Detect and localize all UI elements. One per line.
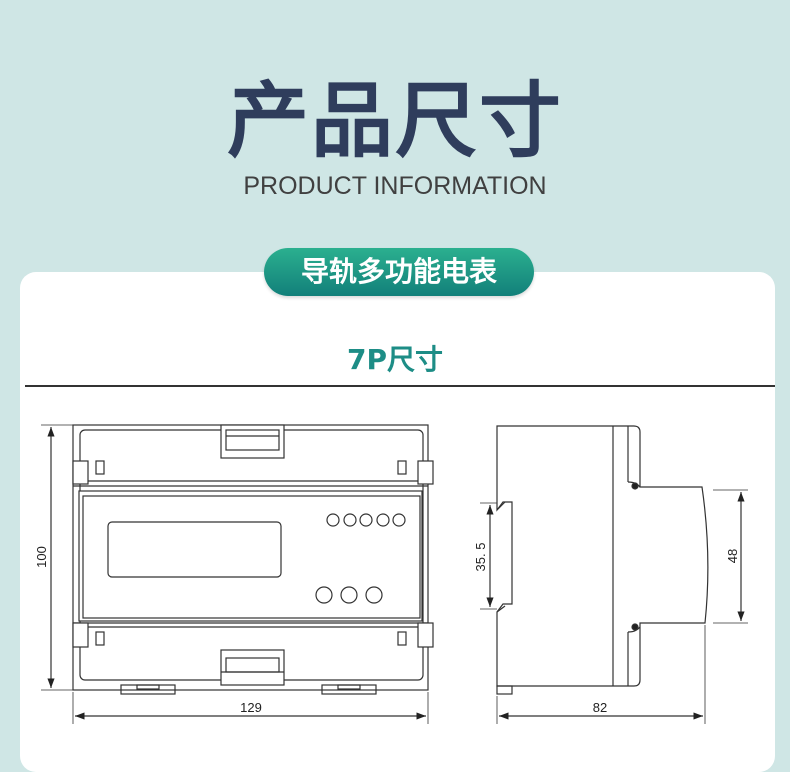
depth-dimension-label: 82 [593, 700, 607, 715]
rail-dimension-label: 35. 5 [473, 543, 488, 572]
indicator-lights [326, 513, 406, 527]
lcd-display [107, 521, 282, 578]
dimension-drawing: 100 129 35. 5 48 82 [34, 424, 748, 724]
divider [25, 385, 775, 387]
page-title: 产品尺寸 [226, 74, 563, 169]
buttons [315, 586, 383, 604]
width-dimension-label: 129 [240, 700, 262, 715]
front-view [41, 424, 434, 724]
face-height-dimension-label: 48 [725, 549, 740, 563]
height-dimension-label: 100 [34, 546, 49, 568]
section-title: 7P尺寸 [346, 343, 443, 376]
side-view [480, 425, 748, 724]
product-badge: 导轨多功能电表 [264, 248, 534, 296]
page-subtitle: PRODUCT INFORMATION [243, 172, 547, 200]
